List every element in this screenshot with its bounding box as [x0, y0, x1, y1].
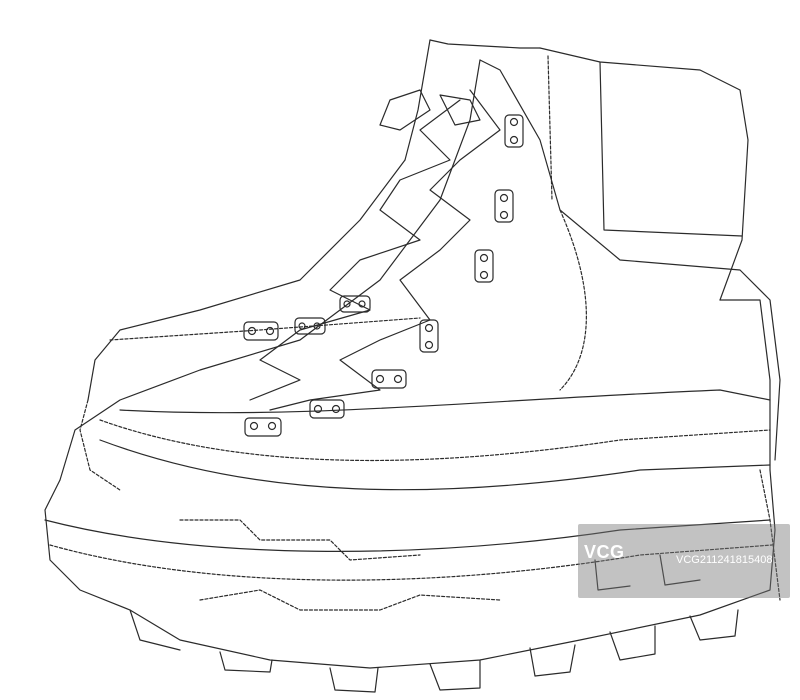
front-boot-shaft [479, 59, 781, 461]
sole-tread-lugs [129, 554, 739, 693]
front-boot-sole [44, 469, 776, 669]
watermark-logo: VCG [584, 542, 625, 562]
watermark-box: VCG VCG211241815408 [578, 524, 790, 598]
back-boot-sole [79, 399, 121, 491]
front-boot-laces [249, 89, 501, 411]
front-boot-upper [59, 59, 481, 481]
watermark-id: VCG211241815408 [676, 554, 773, 566]
back-boot-tongue [429, 39, 541, 49]
back-boot-eyelets [243, 295, 371, 341]
front-boot-eyelets [244, 114, 524, 437]
back-boot-body [87, 159, 406, 401]
